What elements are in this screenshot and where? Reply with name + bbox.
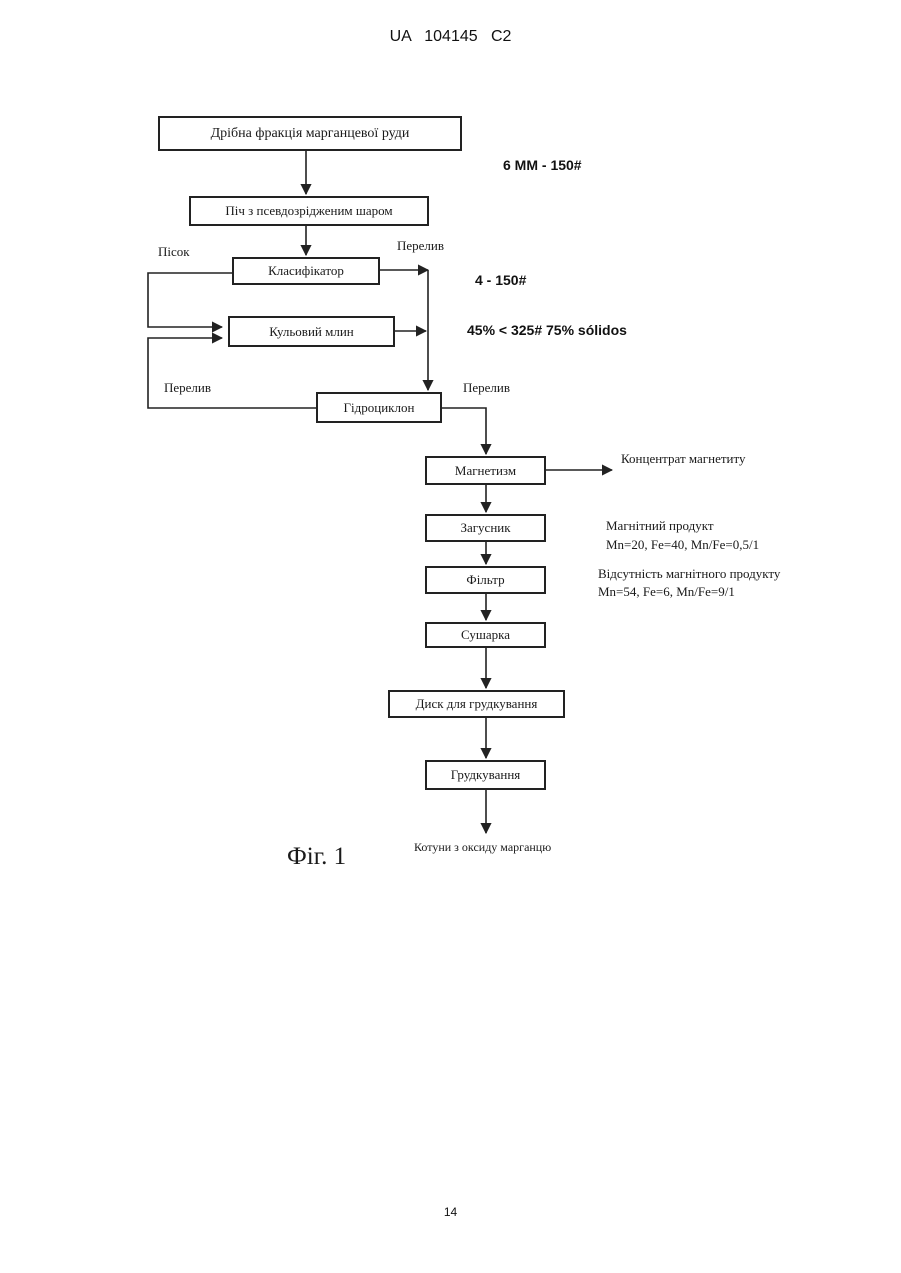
box-filter: Фільтр — [425, 566, 546, 594]
label-overflow-classifier: Перелив — [397, 238, 444, 254]
label-magnetic-product-values: Mn=20, Fe=40, Mn/Fe=0,5/1 — [606, 537, 759, 553]
page-number: 14 — [0, 1205, 901, 1219]
annotation-size-2: 4 - 150# — [475, 272, 526, 288]
box-ball-mill: Кульовий млин — [228, 316, 395, 347]
box-classifier: Класифікатор — [232, 257, 380, 285]
box-ore: Дрібна фракція марганцевої руди — [158, 116, 462, 151]
arrow-hydro-magnetism — [442, 408, 486, 454]
annotation-grind: 45% < 325# 75% sólidos — [467, 322, 627, 338]
label-no-magnetic-values: Mn=54, Fe=6, Mn/Fe=9/1 — [598, 584, 735, 600]
label-magnetite-concentrate: Концентрат магнетиту — [621, 451, 745, 467]
figure-caption: Фіг. 1 — [287, 843, 346, 871]
overflow-loop — [148, 338, 316, 408]
label-magnetic-product-title: Магнітний продукт — [606, 518, 714, 534]
box-magnetism: Магнетизм — [425, 456, 546, 485]
label-overflow-left: Перелив — [164, 380, 211, 396]
annotation-size-1: 6 ММ - 150# — [503, 157, 582, 173]
label-output: Котуни з оксиду марганцю — [414, 840, 551, 855]
sand-loop — [148, 273, 232, 327]
box-furnace: Піч з псевдозрідженим шаром — [189, 196, 429, 226]
label-sand: Пісок — [158, 244, 190, 260]
label-overflow-right: Перелив — [463, 380, 510, 396]
box-pelletizing-disc: Диск для грудкування — [388, 690, 565, 718]
box-hydrocyclone: Гідроциклон — [316, 392, 442, 423]
box-dryer: Сушарка — [425, 622, 546, 648]
label-no-magnetic-title: Відсутність магнітного продукту — [598, 566, 780, 582]
box-pelletizing: Грудкування — [425, 760, 546, 790]
box-thickener: Загусник — [425, 514, 546, 542]
